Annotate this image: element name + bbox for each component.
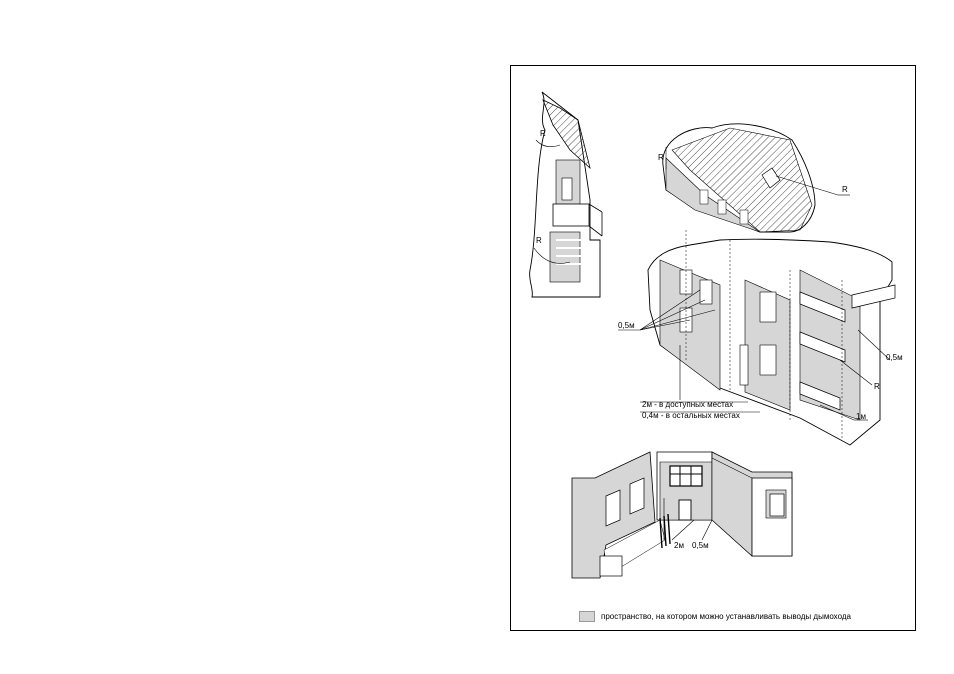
legend-text: пространство, на котором можно устанавли… <box>601 612 851 621</box>
dist-05-label-left: 0,5м <box>618 321 635 330</box>
accessible-places-label: 2м - в доступных местах <box>642 400 733 409</box>
radius-label-dormer: R <box>658 153 664 162</box>
radius-label-roof: R <box>842 185 848 194</box>
dist-2-label-courtyard: 2м <box>674 541 684 550</box>
legend: пространство, на котором можно устанавли… <box>579 611 851 622</box>
radius-label-top: R <box>540 129 546 138</box>
courtyard-view: 2м 0,5м <box>572 452 800 578</box>
radius-label-facade: R <box>874 382 880 391</box>
radius-label-bottom: R <box>536 236 542 245</box>
side-section-view: R R <box>530 92 602 297</box>
dist-1-label: 1м <box>856 412 866 421</box>
roof-fragment: R R <box>658 124 850 232</box>
other-places-label: 0,4м - в остальных местах <box>642 411 740 420</box>
legend-swatch <box>579 611 595 622</box>
dist-05-label-right: 0,5м <box>886 353 903 362</box>
facade-view: 0,5м 0,5м R 1м 2м - в доступных местах 0… <box>618 230 903 445</box>
dist-05-label-courtyard: 0,5м <box>692 541 709 550</box>
